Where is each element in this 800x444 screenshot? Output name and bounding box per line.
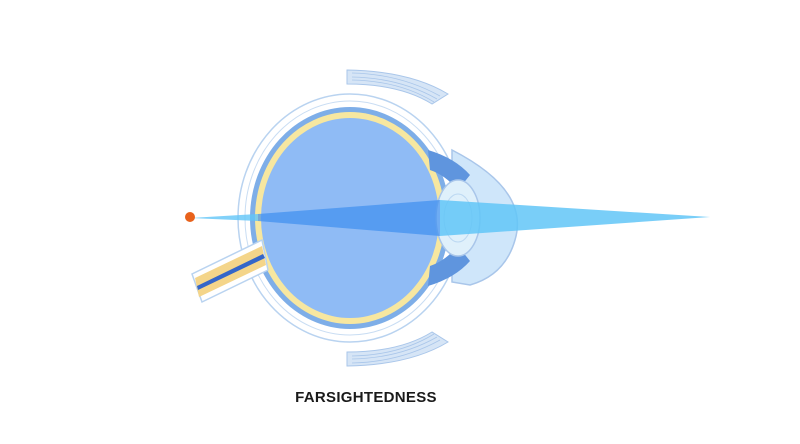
optic-nerve	[191, 238, 269, 304]
lower-muscle-fibers	[351, 333, 441, 364]
focus-beyond-retina	[190, 214, 258, 221]
diagram-caption: FARSIGHTEDNESS	[295, 389, 437, 406]
upper-muscle-fibers	[351, 72, 441, 103]
object-point-icon	[185, 212, 195, 222]
incoming-light-ray	[440, 200, 710, 236]
refracted-light-ray	[258, 200, 440, 236]
